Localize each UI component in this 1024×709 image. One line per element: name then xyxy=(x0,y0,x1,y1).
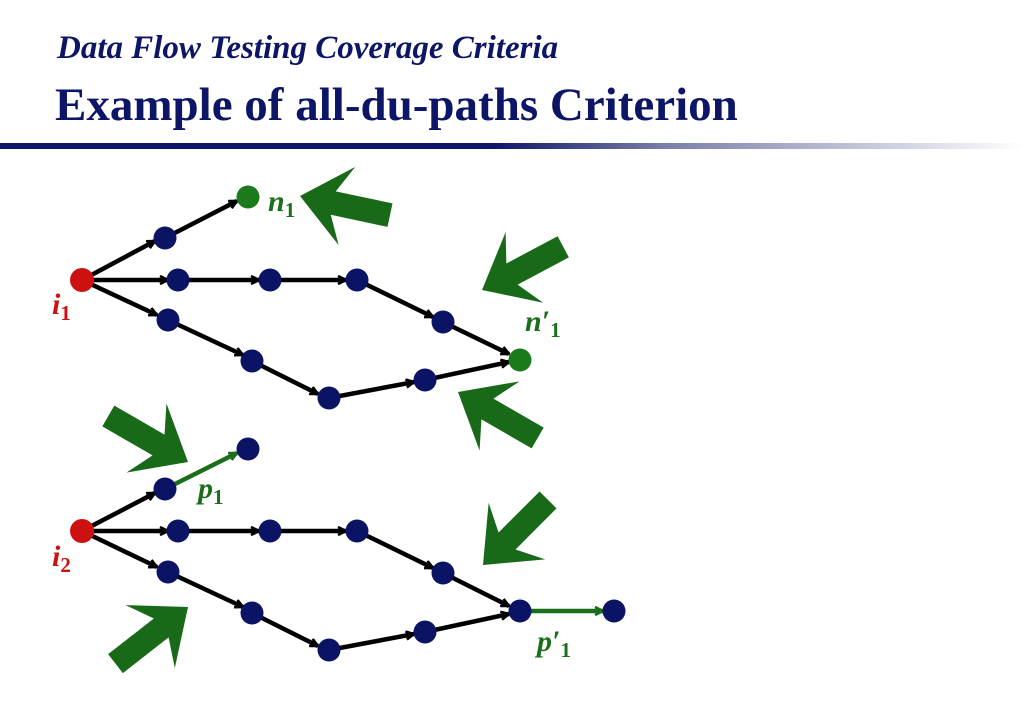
pointer-arrow-icon xyxy=(458,381,544,451)
label-p1: p1 xyxy=(198,472,224,509)
node xyxy=(156,560,180,584)
use-node-n1 xyxy=(236,185,260,209)
node xyxy=(240,601,264,625)
node xyxy=(166,268,190,292)
label-p1-prime: p′1 xyxy=(537,625,571,662)
edge xyxy=(328,634,414,653)
pointer-arrow-icon xyxy=(482,232,569,303)
node-p1-prime xyxy=(602,599,626,623)
node xyxy=(345,519,369,543)
edge xyxy=(356,277,433,320)
def-node-i2 xyxy=(70,519,94,543)
pointer-arrow-icon xyxy=(300,166,393,246)
edge xyxy=(80,239,155,282)
label-n1: n1 xyxy=(268,185,296,222)
node xyxy=(240,349,264,373)
graph-1-nodes xyxy=(153,226,455,410)
node xyxy=(431,310,455,334)
edge xyxy=(250,610,318,649)
node xyxy=(258,519,282,543)
graph-2-nodes xyxy=(153,437,626,662)
edge xyxy=(328,382,414,401)
use-edges xyxy=(163,450,603,611)
node xyxy=(413,368,437,392)
edge xyxy=(81,277,157,318)
pointer-arrows xyxy=(102,166,569,674)
def-node-i1 xyxy=(70,268,94,292)
edge xyxy=(167,317,243,358)
node xyxy=(317,638,341,662)
pointer-arrow-icon xyxy=(108,605,188,674)
node xyxy=(508,599,532,623)
edge xyxy=(424,362,509,383)
node-p1 xyxy=(236,437,260,461)
node xyxy=(153,226,177,250)
edge xyxy=(250,358,318,397)
slide-title: Example of all-du-paths Criterion xyxy=(55,79,738,131)
flow-graph-diagram xyxy=(70,166,626,674)
edge xyxy=(356,528,433,571)
edge xyxy=(81,528,157,570)
use-node-n1-prime xyxy=(508,348,532,372)
slide-subtitle: Data Flow Testing Coverage Criteria xyxy=(57,30,559,66)
node xyxy=(345,268,369,292)
edge xyxy=(424,614,509,635)
node xyxy=(258,268,282,292)
node xyxy=(153,477,177,501)
graph-1-edges xyxy=(80,198,509,401)
pointer-arrow-icon xyxy=(483,491,557,565)
node xyxy=(166,519,190,543)
edge xyxy=(441,570,509,609)
node xyxy=(431,561,455,585)
edge xyxy=(80,491,155,533)
label-i2: i2 xyxy=(52,540,71,577)
node xyxy=(413,620,437,644)
edge xyxy=(442,319,509,357)
pointer-arrow-icon xyxy=(102,403,188,473)
label-i1: i1 xyxy=(52,288,71,325)
edge xyxy=(163,198,237,241)
title-divider xyxy=(0,143,1024,149)
graph-2-edges xyxy=(80,491,509,653)
label-n1-prime: n′1 xyxy=(525,305,561,342)
node xyxy=(317,386,341,410)
use-edge-p1 xyxy=(163,450,237,492)
node xyxy=(156,308,180,332)
edge xyxy=(167,569,243,610)
